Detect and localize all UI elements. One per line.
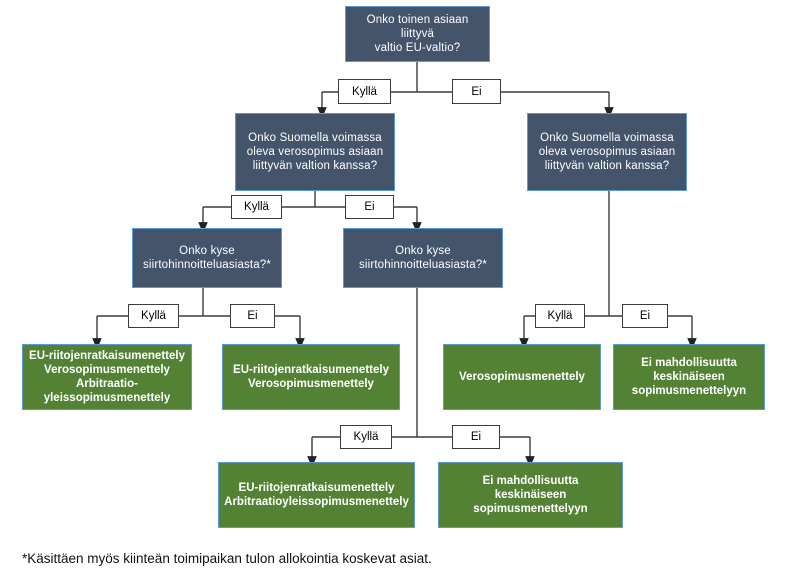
edge-label-q5-ei-text: Ei (470, 431, 482, 443)
question-node-tax-treaty-left[interactable]: Onko Suomella voimassa oleva verosopimus… (235, 113, 395, 191)
edge-label-q3-ei-text: Ei (639, 310, 651, 322)
edge-label-q2-kylla-text: Kyllä (244, 201, 269, 213)
question-node-tax-treaty-left-label: Onko Suomella voimassa oleva verosopimus… (246, 131, 384, 172)
outcome-node-treaty-only-label: Verosopimusmenettely (459, 370, 585, 383)
outcome-node-eu-treaty-arbitration[interactable]: EU-riitojenratkaisumenettely Verosopimus… (22, 344, 192, 410)
edge-label-q1-kylla-text: Kyllä (352, 85, 377, 98)
edge-label-q5-kylla: Kyllä (340, 425, 392, 449)
outcome-node-treaty-only[interactable]: Verosopimusmenettely (443, 344, 601, 410)
question-node-eu-state[interactable]: Onko toinen asiaan liittyvä valtio EU-va… (345, 6, 490, 62)
outcome-node-eu-treaty-label: EU-riitojenratkaisumenettely Verosopimus… (233, 363, 389, 390)
edge-label-q1-kylla: Kyllä (338, 79, 391, 104)
question-node-transfer-pricing-left[interactable]: Onko kyse siirtohinnoitteluasiasta?* (132, 228, 282, 288)
edge-label-q2-ei: Ei (345, 195, 394, 219)
edge-label-q1-ei: Ei (452, 79, 501, 104)
edge-label-q2-ei-text: Ei (364, 201, 375, 213)
outcome-node-no-option-bottom[interactable]: Ei mahdollisuutta keskinäiseen sopimusme… (438, 462, 623, 528)
edge-label-q3-kylla-text: Kyllä (547, 310, 573, 322)
outcome-node-eu-treaty-arbitration-label: EU-riitojenratkaisumenettely Verosopimus… (29, 349, 185, 405)
question-node-tax-treaty-right-label: Onko Suomella voimassa oleva verosopimus… (538, 131, 676, 172)
outcome-node-eu-arbitration-label: EU-riitojenratkaisumenettely Arbitraatio… (224, 481, 409, 508)
question-node-transfer-pricing-right-label: Onko kyse siirtohinnoitteluasiasta?* (359, 244, 487, 271)
question-node-eu-state-label: Onko toinen asiaan liittyvä valtio EU-va… (366, 13, 469, 54)
edge-label-q3-ei: Ei (622, 304, 668, 328)
outcome-node-no-option-bottom-label: Ei mahdollisuutta keskinäiseen sopimusme… (473, 474, 588, 515)
edge-label-q4-kylla: Kyllä (128, 304, 179, 328)
outcome-node-no-option-right-label: Ei mahdollisuutta keskinäiseen sopimusme… (631, 356, 747, 397)
question-node-transfer-pricing-right[interactable]: Onko kyse siirtohinnoitteluasiasta?* (343, 228, 503, 288)
outcome-node-eu-arbitration[interactable]: EU-riitojenratkaisumenettely Arbitraatio… (218, 462, 415, 528)
outcome-node-no-option-right[interactable]: Ei mahdollisuutta keskinäiseen sopimusme… (613, 344, 765, 410)
edge-label-q5-kylla-text: Kyllä (353, 431, 379, 443)
question-node-tax-treaty-right[interactable]: Onko Suomella voimassa oleva verosopimus… (527, 113, 687, 191)
edge-label-q4-kylla-text: Kyllä (141, 310, 166, 322)
edge-label-q5-ei: Ei (452, 425, 500, 449)
edge-label-q4-ei-text: Ei (247, 310, 258, 322)
edge-label-q1-ei-text: Ei (471, 85, 482, 98)
outcome-node-eu-treaty[interactable]: EU-riitojenratkaisumenettely Verosopimus… (222, 344, 400, 410)
edge-label-q2-kylla: Kyllä (231, 195, 282, 219)
footnote-text: *Käsittäen myös kiinteän toimipaikan tul… (22, 551, 432, 566)
edge-label-q3-kylla: Kyllä (535, 304, 585, 328)
question-node-transfer-pricing-left-label: Onko kyse siirtohinnoitteluasiasta?* (143, 244, 271, 271)
edge-label-q4-ei: Ei (230, 304, 275, 328)
